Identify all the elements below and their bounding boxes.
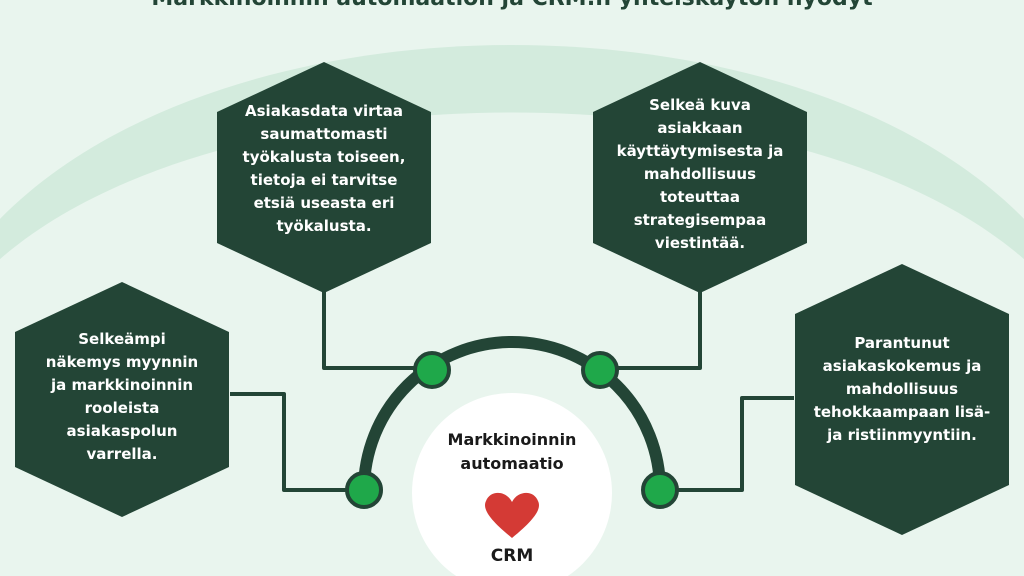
benefit-label: Selkeä kuva asiakkaan käyttäytymisesta j… bbox=[616, 95, 784, 252]
node-top-right bbox=[581, 351, 619, 389]
center-label-bottom: CRM bbox=[490, 546, 534, 566]
hexagon-top-right bbox=[593, 62, 807, 293]
benefit-label: Parantunut asiakaskokemus ja mahdollisuu… bbox=[813, 333, 991, 444]
connector-top-right bbox=[600, 292, 702, 370]
connection-arc bbox=[358, 336, 666, 491]
node-top-left bbox=[413, 351, 451, 389]
node-right bbox=[641, 471, 679, 509]
hexagon-right bbox=[795, 264, 1009, 535]
benefit-label: Asiakasdata virtaa saumattomasti työkalu… bbox=[242, 101, 406, 235]
page-title: Markkinoinnin automaation ja CRM:n yhtei… bbox=[0, 0, 1024, 11]
heart-icon bbox=[485, 492, 539, 538]
benefit-text-top-right: Selkeä kuva asiakkaan käyttäytymisesta j… bbox=[593, 90, 807, 258]
benefit-text-left: Selkeämpi näkemys myynnin ja markkinoinn… bbox=[15, 328, 229, 466]
benefit-text-top-left: Asiakasdata virtaa saumattomasti työkalu… bbox=[217, 96, 431, 241]
center-circle bbox=[412, 393, 612, 576]
hexagon-left bbox=[15, 282, 229, 517]
benefit-label: Selkeämpi näkemys myynnin ja markkinoinn… bbox=[45, 330, 199, 463]
hexagon-top-left bbox=[217, 62, 431, 293]
benefit-text-right: Parantunut asiakaskokemus ja mahdollisuu… bbox=[795, 330, 1009, 448]
connector-right bbox=[660, 396, 794, 492]
node-left bbox=[345, 471, 383, 509]
center-label-top: Markkinoinnin automaatio bbox=[447, 430, 577, 473]
connector-left bbox=[230, 392, 364, 492]
connector-top-left bbox=[322, 292, 432, 370]
